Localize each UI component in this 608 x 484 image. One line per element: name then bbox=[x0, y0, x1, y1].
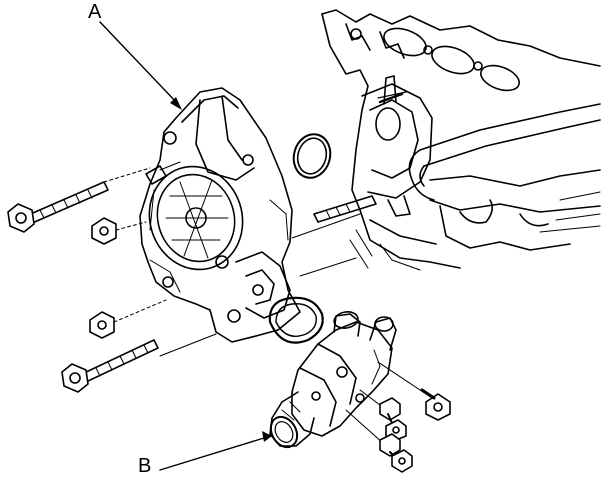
thermostat-bolt-2 bbox=[359, 389, 407, 441]
water-pump-housing bbox=[139, 87, 301, 343]
thermostat-bolt-3 bbox=[345, 409, 413, 473]
leader-a bbox=[99, 21, 182, 110]
stud bbox=[313, 195, 377, 223]
engine-block bbox=[321, 9, 601, 271]
stud-upper bbox=[145, 161, 181, 185]
thermostat-housing bbox=[269, 311, 397, 449]
lower-nut bbox=[89, 299, 167, 339]
leader-b bbox=[159, 431, 272, 471]
callout-label-b: B bbox=[138, 455, 152, 477]
lower-gasket bbox=[268, 296, 324, 344]
thermostat-bolt-1 bbox=[377, 361, 451, 421]
upper-nut bbox=[91, 217, 147, 245]
upper-o-ring bbox=[292, 133, 332, 179]
alignment-lines bbox=[159, 213, 361, 357]
upper-long-bolt bbox=[7, 167, 151, 233]
callout-label-a: A bbox=[88, 1, 102, 23]
lower-long-bolt bbox=[61, 339, 159, 393]
